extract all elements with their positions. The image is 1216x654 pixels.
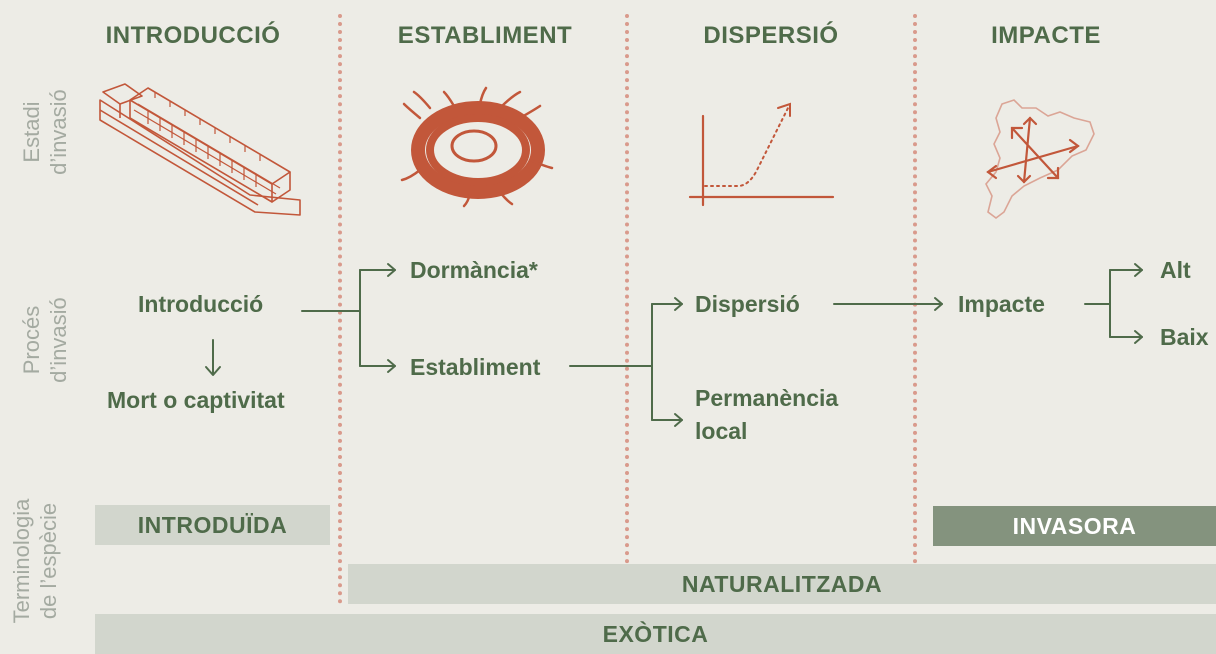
node-dormancia: Dormància* <box>410 257 538 283</box>
bar-invasora: INVASORA <box>933 506 1216 546</box>
bar-exotica: EXÒTICA <box>95 614 1216 654</box>
row-label-terminologia: Terminologia de l’espècie <box>8 481 62 641</box>
divider-1 <box>338 14 342 604</box>
node-permanencia-line2: local <box>695 418 748 444</box>
row-label-estadi: Estadi d’invasió <box>18 72 72 192</box>
stage-title-impacte: IMPACTE <box>991 22 1101 49</box>
row-label-terminologia-line1: Terminologia <box>9 498 34 624</box>
divider-2 <box>625 14 629 604</box>
stage-title-establiment: ESTABLIMENT <box>397 22 573 49</box>
bar-naturalitzada: NATURALITZADA <box>348 564 1216 604</box>
node-mort-captivitat: Mort o captivitat <box>107 387 285 413</box>
divider-3 <box>913 14 917 604</box>
node-impacte: Impacte <box>958 291 1045 317</box>
row-label-proces: Procés d’invasió <box>18 280 72 400</box>
node-baix: Baix <box>1160 324 1209 350</box>
row-label-estadi-line2: d’invasió <box>46 89 71 175</box>
stage-title-dispersio: DISPERSIÓ <box>703 22 839 49</box>
node-permanencia-line1: Permanència <box>695 385 839 411</box>
node-alt: Alt <box>1160 257 1191 283</box>
row-label-estadi-line1: Estadi <box>19 101 44 163</box>
node-dispersio: Dispersió <box>695 291 800 317</box>
row-label-terminologia-line2: de l’espècie <box>36 502 61 620</box>
row-label-proces-line1: Procés <box>19 305 44 375</box>
stage-title-introduccio: INTRODUCCIÓ <box>105 22 281 49</box>
bar-introduida: INTRODUÏDA <box>95 505 330 545</box>
row-label-proces-line2: d’invasió <box>46 297 71 383</box>
node-establiment: Establiment <box>410 354 541 380</box>
node-introduccio: Introducció <box>138 291 264 317</box>
